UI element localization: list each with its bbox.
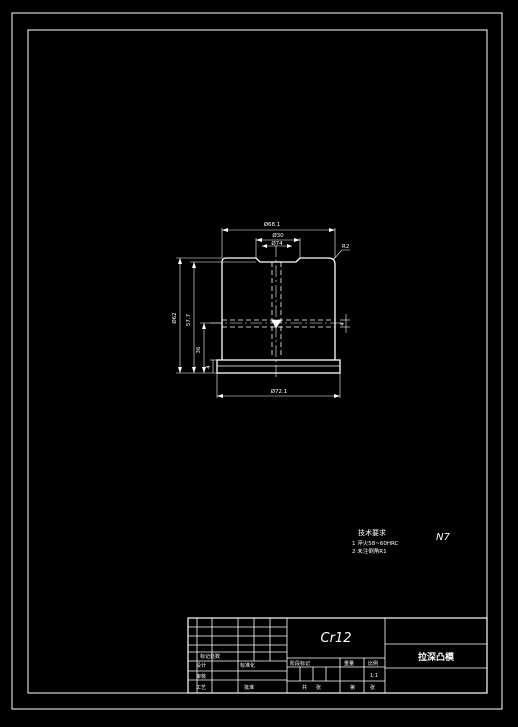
label-standardization: 标准化: [240, 662, 255, 669]
label-approve: 批准: [244, 684, 254, 691]
part-name: 拉深凸模: [418, 651, 455, 663]
label-designer: 设计: [196, 662, 206, 669]
tech-req-title: 技术要求: [358, 528, 386, 537]
tech-requirements: 技术要求 1 淬火58~60HRC 2 未注倒角R1: [352, 528, 399, 555]
dim-left-overall: Ø62: [171, 312, 178, 323]
dim-chamfer: R2: [342, 244, 349, 250]
label-sheets-2: 张: [370, 684, 375, 691]
label-stage-mark: 阶段标记: [290, 660, 310, 667]
dim-top-mid: Ø30: [272, 232, 284, 239]
roughness-mark: N7: [436, 532, 450, 543]
outer-border: [11, 12, 503, 710]
dim-top-outer: Ø68.1: [264, 221, 281, 228]
hidden-lines: [222, 262, 335, 355]
body-outline: [221, 257, 336, 360]
dim-left-small: 4: [206, 365, 212, 369]
label-audit: 审核: [196, 673, 206, 680]
label-scale: 比例: [368, 660, 378, 667]
tech-req-item-1: 1 淬火58~60HRC: [352, 539, 399, 547]
label-sheets-1: 张: [316, 684, 321, 691]
label-sheet-total: 共: [302, 684, 307, 691]
dimension-arrows: [178, 228, 340, 398]
dim-left-lower: 36: [196, 346, 202, 353]
title-block-texts: Cr12 拉深凸模 标记处数 设计 标准化 审核 工艺 批准 阶段标记 重量 比…: [196, 631, 455, 691]
part-view: [216, 257, 341, 374]
scale-value: 1:1: [370, 673, 378, 679]
dim-right-small: 4: [340, 322, 346, 326]
dimension-texts: Ø68.1 Ø30 Ø74 Ø72.1 Ø62 57.7 36 4 4 R2: [171, 221, 349, 395]
dim-bottom-width: Ø72.1: [271, 388, 288, 395]
drill-point: [271, 319, 282, 329]
inner-border: [27, 29, 488, 694]
label-weight: 重量: [344, 660, 354, 667]
label-sheet-no: 第: [350, 684, 355, 691]
flange: [216, 359, 341, 374]
title-block: [187, 617, 488, 694]
dim-top-inner: Ø74: [271, 240, 283, 247]
dim-left-mid: 57.7: [186, 313, 192, 326]
tech-req-item-2: 2 未注倒角R1: [352, 547, 387, 555]
label-mark-count: 标记处数: [200, 653, 220, 660]
material: Cr12: [321, 631, 352, 646]
label-process: 工艺: [196, 685, 206, 691]
